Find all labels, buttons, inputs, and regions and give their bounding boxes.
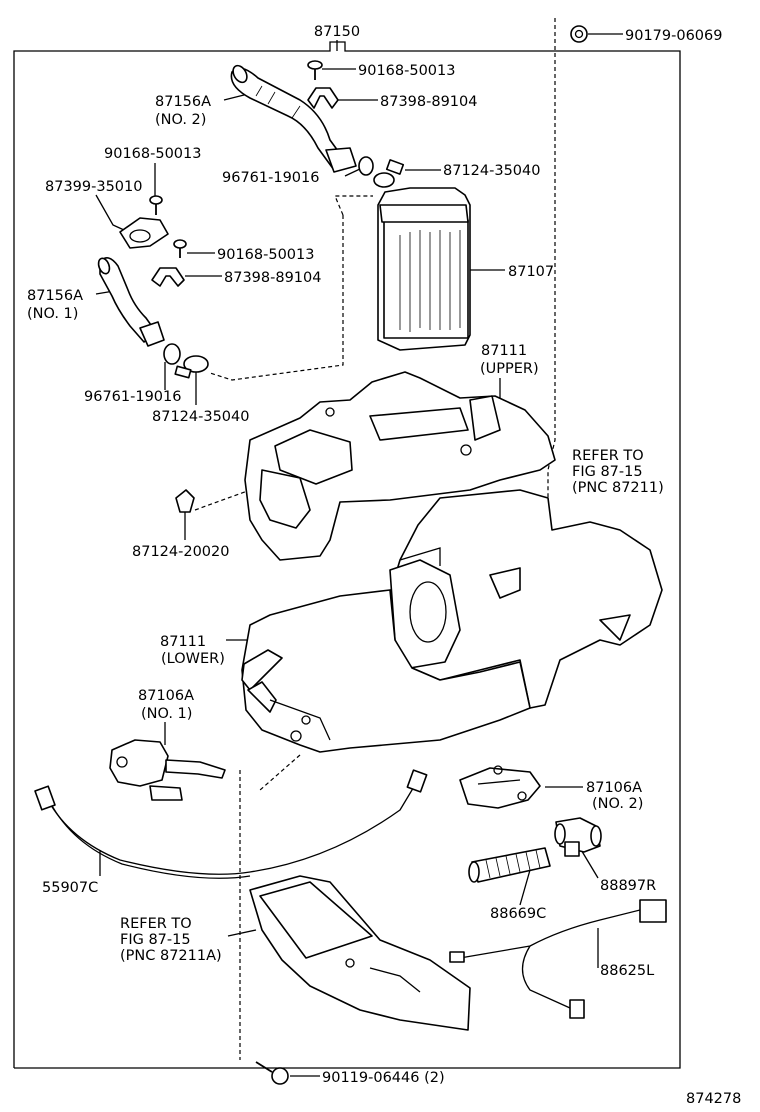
label-87106A-no2: 87106A [586, 780, 642, 796]
clip-87124-20020 [175, 489, 195, 513]
bolt-90119 [255, 1061, 289, 1085]
oring-96761-bot [163, 343, 181, 365]
label-no2-b: (NO. 2) [592, 796, 643, 812]
hose-87156A-no1 [97, 257, 165, 347]
screw-90168-mid [173, 239, 187, 258]
screw-90168-left [149, 195, 163, 215]
hose-87156A-no2 [230, 64, 357, 173]
cable-55907C [34, 769, 428, 879]
label-no2-a: (NO. 2) [155, 112, 206, 128]
harness-88625L [449, 899, 667, 1019]
label-refer-to-2: REFER TO [120, 916, 192, 932]
label-upper: (UPPER) [480, 361, 539, 377]
label-87156A-no1: 87156A [27, 288, 83, 304]
label-87106A-no1: 87106A [138, 688, 194, 704]
label-90168-50013-top: 90168-50013 [358, 63, 456, 79]
clamp-87124-35040-bot [174, 355, 209, 379]
label-90168-50013-left: 90168-50013 [104, 146, 202, 162]
label-refer-to-1: REFER TO [572, 448, 644, 464]
label-87124-20020: 87124-20020 [132, 544, 230, 560]
label-diagram-id: 874278 [686, 1091, 741, 1107]
heater-core-87107 [377, 187, 471, 351]
label-87156A-no2: 87156A [155, 94, 211, 110]
label-87398-89104-mid: 87398-89104 [224, 270, 322, 286]
label-87111-upper: 87111 [481, 343, 527, 359]
duct-ref-87211A [249, 875, 471, 1031]
assembly-frame [13, 41, 681, 1069]
label-no1-b: (NO. 1) [141, 706, 192, 722]
oring-96761-top [358, 156, 374, 176]
servo-motor-87106A-no2 [459, 765, 541, 809]
label-87398-89104-top: 87398-89104 [380, 94, 478, 110]
label-55907C: 55907C [42, 880, 98, 896]
label-90179-06069: 90179-06069 [625, 28, 723, 44]
case-87111-upper [244, 371, 556, 561]
label-96761-19016-bot: 96761-19016 [84, 389, 182, 405]
clamp-87124-35040-top [373, 159, 405, 188]
label-90119-06446: 90119-06446 (2) [322, 1070, 445, 1086]
label-87150: 87150 [314, 24, 360, 40]
hose-88669C [468, 847, 551, 883]
label-fig-87-15-2: FIG 87-15 [120, 932, 191, 948]
aspirator-88897R [554, 817, 602, 857]
label-88669C: 88669C [490, 906, 546, 922]
case-87111-lower [241, 589, 531, 753]
grommet-90179 [570, 25, 588, 43]
label-87399-35010: 87399-35010 [45, 179, 143, 195]
label-pnc-87211A: (PNC 87211A) [120, 948, 222, 964]
label-87107: 87107 [508, 264, 554, 280]
label-no1-a: (NO. 1) [27, 306, 78, 322]
screw-90168-top [307, 60, 323, 80]
label-87124-35040-top: 87124-35040 [443, 163, 541, 179]
leader-lines [95, 33, 623, 1077]
label-fig-87-15-1: FIG 87-15 [572, 464, 643, 480]
label-87111-lower: 87111 [160, 634, 206, 650]
label-88625L: 88625L [600, 963, 654, 979]
servo-motor-87106A-no1 [109, 739, 226, 801]
clamp-87398-top [307, 87, 339, 109]
label-96761-19016-top: 96761-19016 [222, 170, 320, 186]
duct-ref-87211 [387, 489, 663, 709]
label-90168-50013-mid: 90168-50013 [217, 247, 315, 263]
label-lower: (LOWER) [161, 651, 225, 667]
part-labels: 87150 90179-06069 90168-50013 87398-8910… [27, 24, 741, 1107]
bracket-87399 [119, 217, 169, 249]
label-87124-35040-bot: 87124-35040 [152, 409, 250, 425]
clamp-87398-mid [151, 267, 185, 287]
label-88897R: 88897R [600, 878, 656, 894]
label-pnc-87211: (PNC 87211) [572, 480, 664, 496]
